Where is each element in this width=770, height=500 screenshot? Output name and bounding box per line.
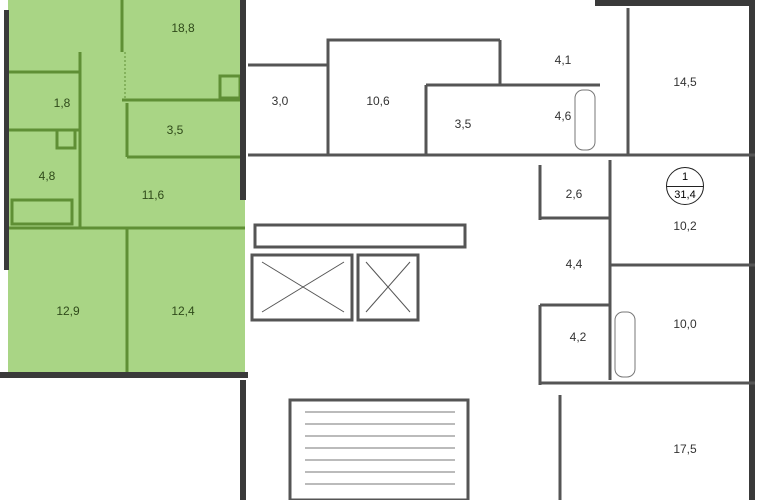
apartment-number: 1: [667, 168, 703, 187]
neighbour-walls: [248, 8, 755, 500]
room-area-label: 4,2: [569, 330, 587, 344]
room-area-label: 4,8: [38, 169, 56, 183]
room-area-label: 18,8: [171, 21, 195, 35]
room-area-label: 10,6: [366, 94, 390, 108]
room-area-label: 12,9: [56, 304, 80, 318]
apartment-badge[interactable]: 1 31,4: [666, 167, 704, 205]
apartment-total-area: 31,4: [674, 189, 696, 201]
stairs: [305, 411, 455, 485]
room-area-label: 1,8: [53, 96, 71, 110]
room-area-label: 10,0: [673, 317, 697, 331]
room-area-label: 12,4: [171, 304, 195, 318]
elevator-icons: [261, 261, 411, 313]
room-area-label: 3,5: [166, 123, 184, 137]
room-area-label: 10,2: [673, 219, 697, 233]
room-area-label: 17,5: [673, 442, 697, 456]
room-area-label: 3,5: [454, 117, 472, 131]
bathtub-icons: [574, 89, 636, 378]
room-area-label: 4,6: [554, 109, 572, 123]
selected-apartment-walls: [8, 0, 245, 378]
room-area-label: 4,1: [554, 53, 572, 67]
room-area-label: 2,6: [565, 187, 583, 201]
room-area-label: 11,6: [141, 188, 165, 202]
room-area-label: 3,0: [271, 94, 289, 108]
room-area-label: 4,4: [565, 257, 583, 271]
room-area-label: 14,5: [673, 75, 697, 89]
